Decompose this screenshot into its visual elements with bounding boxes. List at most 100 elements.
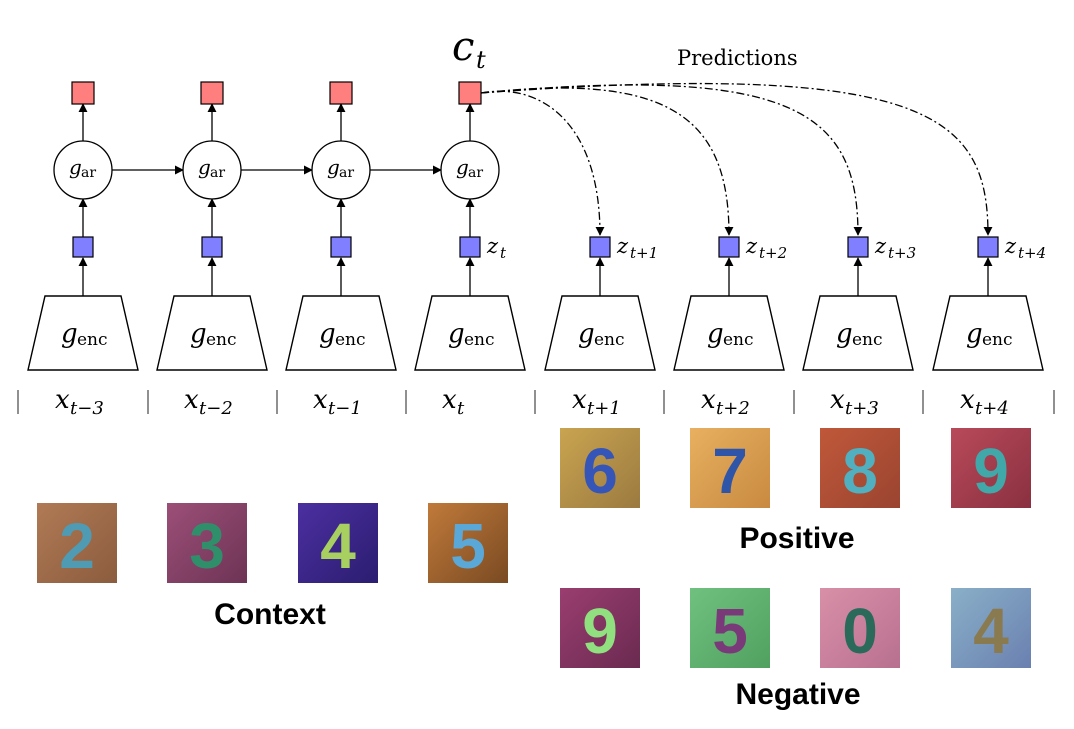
genc-trapezoid	[414, 295, 526, 371]
c-square	[458, 81, 482, 105]
digit-background	[298, 503, 378, 583]
digit-glyph: 9	[582, 595, 618, 667]
z-label-main: z	[745, 234, 758, 258]
genc-main: g	[966, 319, 983, 349]
z-label-sub: t+4	[1018, 244, 1046, 262]
genc-trapezoid	[156, 295, 268, 371]
digit-background	[951, 588, 1031, 668]
digit-glyph: 5	[712, 595, 748, 667]
x-label-main: x	[313, 385, 328, 415]
x-label-sub: t−3	[70, 398, 104, 419]
digit-glyph: 4	[973, 595, 1009, 667]
z-label-main: z	[486, 234, 499, 258]
c-square	[200, 81, 224, 105]
genc-main: g	[61, 319, 78, 349]
genc-sub: enc	[464, 330, 495, 350]
x-label-main: x	[442, 385, 457, 415]
positive-digit: 8	[820, 428, 900, 508]
positive-digit: 6	[560, 428, 640, 508]
digit-background	[428, 503, 508, 583]
z-square	[718, 236, 740, 258]
digit-background	[167, 503, 247, 583]
context-digit: 5	[428, 503, 508, 583]
prediction-arrow	[480, 84, 863, 236]
x-label-sub: t−2	[199, 398, 233, 419]
digit-background	[690, 428, 770, 508]
context-label: Context	[214, 598, 326, 631]
positive-digit: 9	[951, 428, 1031, 508]
gar-main: g	[198, 155, 211, 179]
genc-main: g	[707, 319, 724, 349]
genc-trapezoid	[932, 295, 1044, 371]
negative-digit: 4	[951, 588, 1031, 668]
z-label-main: z	[1004, 234, 1017, 258]
c-square	[329, 81, 353, 105]
gar-main: g	[327, 155, 340, 179]
z-square	[459, 236, 481, 258]
genc-main: g	[578, 319, 595, 349]
ct-sub: t	[476, 46, 486, 74]
digit-background	[951, 428, 1031, 508]
genc-trapezoid	[27, 295, 139, 371]
genc-main: g	[319, 319, 336, 349]
context-digit: 4	[298, 503, 378, 583]
prediction-arrow	[480, 87, 734, 236]
x-label-sub: t+1	[587, 398, 621, 419]
prediction-arrows	[480, 82, 993, 236]
digit-glyph: 4	[320, 510, 356, 582]
positive-label: Positive	[739, 522, 854, 555]
z-label-sub: t+1	[630, 244, 658, 262]
digit-background	[690, 588, 770, 668]
genc-trapezoid	[285, 295, 397, 371]
digit-glyph: 8	[842, 435, 878, 507]
prediction-arrow	[480, 82, 993, 236]
genc-main: g	[448, 319, 465, 349]
gar-sub: ar	[468, 165, 483, 181]
digit-glyph: 9	[973, 435, 1009, 507]
ct-main: c	[452, 24, 474, 70]
predictions-label: Predictions	[677, 46, 798, 70]
gar-sub: ar	[210, 165, 225, 181]
x-label-sub: t	[457, 398, 465, 419]
digit-glyph: 0	[842, 595, 878, 667]
x-label-sub: t+4	[975, 398, 1009, 419]
genc-sub: enc	[335, 330, 366, 350]
genc-sub: enc	[77, 330, 108, 350]
gar-main: g	[69, 155, 82, 179]
z-square	[847, 236, 869, 258]
genc-sub: enc	[982, 330, 1013, 350]
negative-digit: 9	[560, 588, 640, 668]
digit-glyph: 7	[712, 435, 748, 507]
digit-background	[820, 428, 900, 508]
genc-sub: enc	[852, 330, 883, 350]
genc-trapezoid	[802, 295, 914, 371]
x-label-main: x	[572, 385, 587, 415]
x-label-sub: t+3	[845, 398, 879, 419]
z-square	[330, 236, 352, 258]
z-label-main: z	[616, 234, 629, 258]
genc-sub: enc	[594, 330, 625, 350]
negative-label: Negative	[735, 678, 860, 711]
z-label-sub: t+3	[888, 244, 916, 262]
genc-trapezoid	[673, 295, 785, 371]
digit-glyph: 6	[582, 435, 618, 507]
x-label-main: x	[830, 385, 845, 415]
positive-digit: 7	[690, 428, 770, 508]
negative-digit: 0	[820, 588, 900, 668]
z-label-sub: t	[500, 244, 507, 262]
gar-sub: ar	[81, 165, 96, 181]
x-label-main: x	[960, 385, 975, 415]
